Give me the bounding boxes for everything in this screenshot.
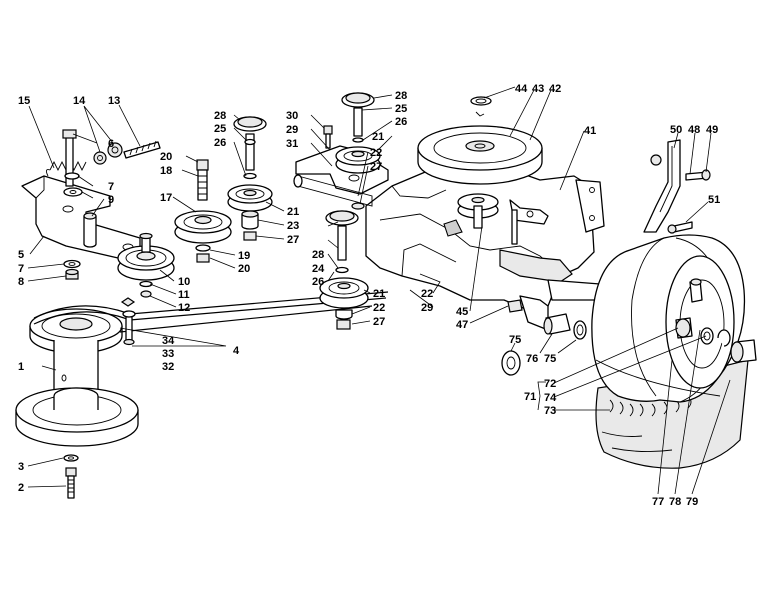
washer-nut-7-8 <box>63 259 81 280</box>
callout-32: 32 <box>162 361 174 373</box>
callout-30: 30 <box>286 110 298 122</box>
callout-10: 10 <box>178 276 190 288</box>
callout-75b: 75 <box>544 353 556 365</box>
callout-21b: 21 <box>372 131 384 143</box>
callout-29a: 29 <box>286 124 298 136</box>
callout-26c: 26 <box>312 276 324 288</box>
callout-21c: 21 <box>373 288 385 300</box>
eye-bolt <box>62 129 77 187</box>
callout-7a: 7 <box>108 181 114 193</box>
wheel-assembly <box>591 234 757 469</box>
callout-1: 1 <box>18 361 24 373</box>
callout-18: 18 <box>160 165 172 177</box>
callout-50: 50 <box>670 124 682 136</box>
callout-45: 45 <box>456 306 468 318</box>
callout-22c: 22 <box>421 288 433 300</box>
stack-17-20 <box>174 159 232 263</box>
callout-41: 41 <box>584 125 596 137</box>
callout-27b: 27 <box>370 161 382 173</box>
callout-19: 19 <box>238 250 250 262</box>
callout-71: 71 <box>524 391 536 403</box>
bracket-48-51 <box>643 139 711 234</box>
callout-7b: 7 <box>18 263 24 275</box>
callout-77: 77 <box>652 496 664 508</box>
callout-29b: 29 <box>421 302 433 314</box>
bushing-75-76 <box>501 313 587 376</box>
callout-22a: 22 <box>370 147 382 159</box>
callout-15: 15 <box>18 95 30 107</box>
callout-74: 74 <box>544 392 557 404</box>
stack-21-28-lower <box>319 210 369 330</box>
callout-75a: 75 <box>509 334 521 346</box>
tension-bracket <box>21 175 141 259</box>
leader-lines <box>27 86 731 495</box>
stack-21-28-top <box>335 92 381 210</box>
callout-31: 31 <box>286 138 298 150</box>
callout-8: 8 <box>18 276 24 288</box>
washers-11-12 <box>139 280 153 298</box>
callout-76: 76 <box>526 353 538 365</box>
idler-pulley-left <box>117 232 175 281</box>
callout-48: 48 <box>688 124 700 136</box>
callout-49: 49 <box>706 124 718 136</box>
callout-33: 33 <box>162 348 174 360</box>
nuts-14 <box>93 142 123 165</box>
callout-43: 43 <box>532 83 544 95</box>
washer-bolt-2-3 <box>63 454 79 499</box>
callout-2: 2 <box>18 482 24 494</box>
engine-pulley <box>15 308 139 447</box>
callout-3: 3 <box>18 461 24 473</box>
callout-26b: 26 <box>395 116 407 128</box>
callout-14: 14 <box>73 95 86 107</box>
callout-25a: 25 <box>214 123 226 135</box>
callout-73: 73 <box>544 405 556 417</box>
callout-22b: 22 <box>373 302 385 314</box>
callout-9: 9 <box>108 194 114 206</box>
callout-28b: 28 <box>395 90 407 102</box>
callout-21a: 21 <box>287 206 299 218</box>
callout-24: 24 <box>312 263 325 275</box>
callout-42: 42 <box>549 83 561 95</box>
callout-20a: 20 <box>160 151 172 163</box>
callout-78: 78 <box>669 496 681 508</box>
bolt-32-34 <box>120 297 136 346</box>
bushing-9 <box>83 212 97 248</box>
callout-28a: 28 <box>214 110 226 122</box>
threaded-rod <box>123 140 161 159</box>
callout-17: 17 <box>160 192 172 204</box>
stack-21-28-left <box>227 116 273 241</box>
callout-79: 79 <box>686 496 698 508</box>
callout-26a: 26 <box>214 137 226 149</box>
callout-44: 44 <box>515 83 528 95</box>
callout-5: 5 <box>18 249 24 261</box>
callout-20b: 20 <box>238 263 250 275</box>
callout-12: 12 <box>178 302 190 314</box>
callout-27a: 27 <box>287 234 299 246</box>
callout-34: 34 <box>162 335 175 347</box>
callout-25b: 25 <box>395 103 407 115</box>
callout-4: 4 <box>233 345 240 357</box>
callout-72: 72 <box>544 378 556 390</box>
callout-51: 51 <box>708 194 720 206</box>
callout-28c: 28 <box>312 249 324 261</box>
callout-23: 23 <box>287 220 299 232</box>
callout-47: 47 <box>456 319 468 331</box>
callout-27c: 27 <box>373 316 385 328</box>
callout-labels: 1 2 3 4 5 6 7 7 8 9 10 11 12 13 14 15 17… <box>18 83 720 508</box>
callout-13: 13 <box>108 95 120 107</box>
transaxle-pulley <box>417 96 543 185</box>
callout-11: 11 <box>178 289 190 301</box>
callout-6: 6 <box>108 138 114 150</box>
transaxle-idler <box>457 193 523 313</box>
